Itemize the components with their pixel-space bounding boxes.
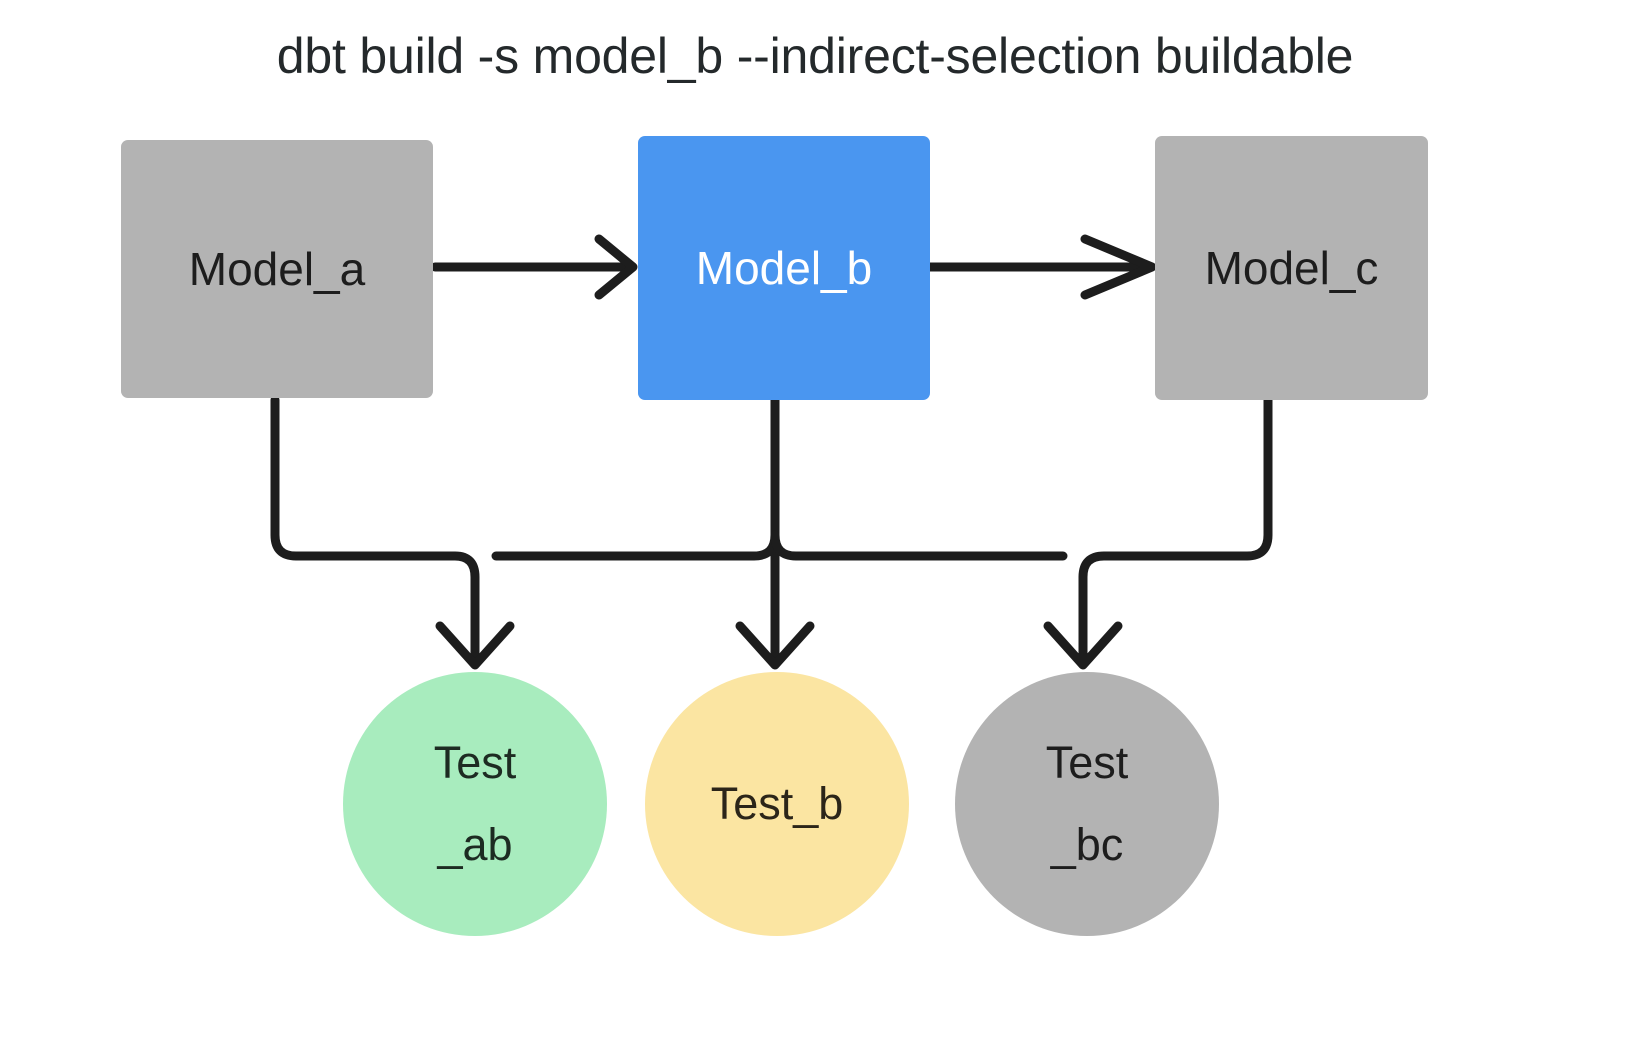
edge-model-a-to-model-b — [430, 234, 638, 300]
node-model-a[interactable]: Model_a — [121, 140, 433, 398]
node-test-b[interactable]: Test_b — [645, 672, 909, 936]
node-test-ab[interactable]: Test _ab — [343, 672, 607, 936]
diagram-title: dbt build -s model_b --indirect-selectio… — [276, 28, 1354, 84]
node-test-bc-label: Test _bc — [1045, 737, 1129, 870]
edge-model-a-to-test-ab — [270, 395, 515, 670]
node-test-bc[interactable]: Test _bc — [955, 672, 1219, 936]
node-model-b[interactable]: Model_b — [638, 136, 930, 400]
edge-model-c-to-test-bc — [1043, 395, 1273, 670]
node-model-c[interactable]: Model_c — [1155, 136, 1428, 400]
node-model-c-label: Model_c — [1204, 242, 1379, 294]
node-test-ab-label: Test _ab — [433, 737, 517, 870]
edge-model-b-to-test-ab — [491, 395, 780, 561]
node-model-b-label: Model_b — [695, 242, 873, 294]
edge-model-b-to-test-bc — [770, 530, 1068, 561]
edge-model-b-to-test-b — [735, 395, 815, 670]
node-test-b-label: Test_b — [710, 778, 844, 829]
node-model-a-label: Model_a — [188, 243, 366, 295]
edge-model-b-to-model-c — [924, 234, 1157, 300]
